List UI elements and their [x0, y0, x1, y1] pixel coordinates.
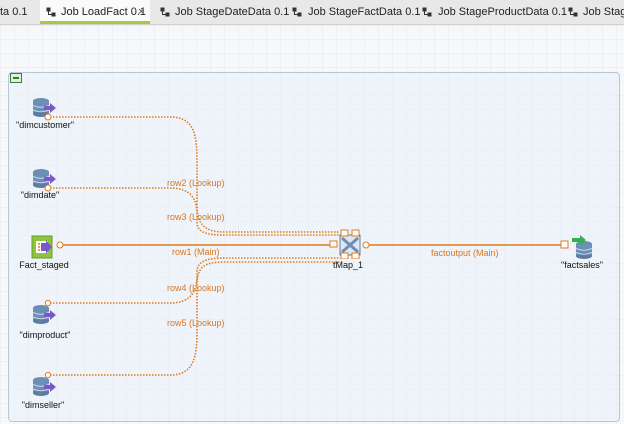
subjob-area[interactable] — [8, 72, 620, 422]
tab-job-stagedatedata[interactable]: Job StageDateData 0.1 — [160, 0, 289, 24]
database-input-icon — [32, 299, 56, 324]
component-label: "dimseller" — [21, 400, 65, 410]
tab-partial-left[interactable]: ta 0.1 — [0, 0, 36, 24]
component-label: "dimproduct" — [19, 330, 71, 340]
link-row4[interactable] — [50, 257, 340, 304]
job-icon — [568, 7, 578, 17]
component-dimproduct[interactable] — [32, 299, 58, 326]
link-row5[interactable] — [50, 261, 340, 376]
tab-label: Job LoadFact 0.1 — [61, 6, 147, 18]
tmap-icon — [329, 229, 370, 260]
component-dimcustomer[interactable] — [32, 96, 58, 122]
component-dimseller[interactable] — [32, 371, 58, 398]
editor-tab-bar: ta 0.1 Job LoadFact 0.1 × Job StageDateD… — [0, 0, 624, 25]
tab-label: Job StageP — [583, 6, 624, 18]
database-input-icon — [32, 169, 56, 192]
link-label-row3[interactable]: row3 (Lookup) — [167, 212, 225, 222]
component-dimdate[interactable] — [32, 167, 58, 193]
tab-label: Job StageDateData 0.1 — [175, 6, 290, 18]
link-label-row4[interactable]: row4 (Lookup) — [167, 283, 225, 293]
component-label: "dimdate" — [20, 190, 60, 200]
tab-job-stageproductdata[interactable]: Job StageProductData 0.1 — [422, 0, 567, 24]
job-icon — [46, 7, 56, 17]
database-output-icon — [560, 235, 593, 259]
link-label-row2[interactable]: row2 (Lookup) — [167, 178, 225, 188]
component-fact-staged[interactable] — [31, 235, 65, 259]
subjob-collapse-button[interactable] — [10, 73, 22, 83]
tab-label: ta 0.1 — [0, 6, 28, 18]
job-icon — [292, 7, 302, 17]
database-input-icon — [32, 371, 56, 396]
link-label-factoutput[interactable]: factoutput (Main) — [431, 248, 499, 258]
link-label-row5[interactable]: row5 (Lookup) — [167, 318, 225, 328]
link-row3[interactable] — [50, 187, 340, 236]
component-tmap[interactable] — [328, 229, 372, 260]
component-label: "factsales" — [561, 260, 603, 270]
job-icon — [422, 7, 432, 17]
database-input-icon — [32, 98, 56, 121]
tab-label: Job StageProductData 0.1 — [438, 6, 568, 18]
component-label: Fact_staged — [19, 260, 69, 270]
component-factsales[interactable] — [560, 235, 596, 261]
file-input-icon — [31, 235, 64, 259]
tab-job-stagefactdata[interactable]: Job StageFactData 0.1 — [292, 0, 421, 24]
tab-job-loadfact[interactable]: Job LoadFact 0.1 × — [40, 0, 150, 24]
link-label-row1[interactable]: row1 (Main) — [172, 247, 220, 257]
component-label: tMap_1 — [332, 260, 364, 270]
close-icon[interactable]: × — [138, 6, 145, 18]
active-tab-indicator — [40, 21, 150, 24]
tab-partial-right[interactable]: Job StageP — [568, 0, 624, 24]
tab-label: Job StageFactData 0.1 — [308, 6, 421, 18]
job-icon — [160, 7, 170, 17]
component-label: "dimcustomer" — [16, 120, 74, 130]
link-row2[interactable] — [50, 116, 340, 233]
